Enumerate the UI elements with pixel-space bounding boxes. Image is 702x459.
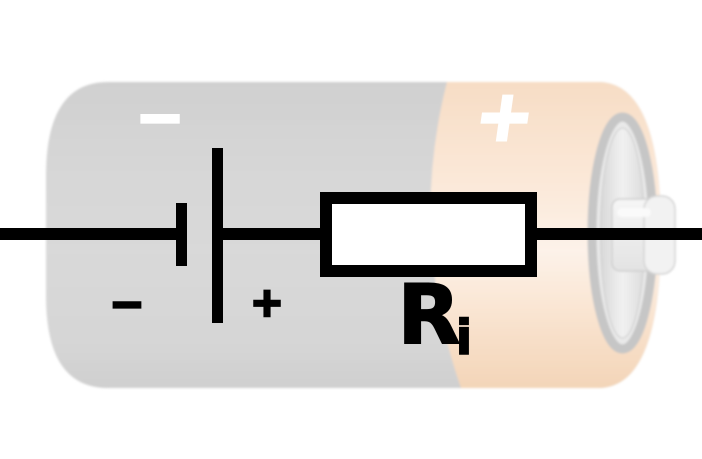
wire-left: [0, 228, 180, 240]
cell-negative-polarity-label: −: [108, 279, 146, 328]
resistor-box: [320, 192, 537, 277]
cell-long-plate: [212, 148, 223, 323]
wire-right: [531, 228, 702, 240]
wire-middle: [223, 228, 326, 240]
battery-negative-terminal-label: −: [134, 83, 186, 151]
internal-resistance-symbol: R: [397, 268, 462, 363]
circuit-overlay: [0, 148, 702, 323]
cell-short-plate: [176, 203, 187, 266]
internal-resistance-subscript: i: [455, 310, 473, 366]
cell-positive-polarity-label: +: [249, 280, 285, 326]
battery-positive-terminal-label: +: [468, 74, 541, 159]
